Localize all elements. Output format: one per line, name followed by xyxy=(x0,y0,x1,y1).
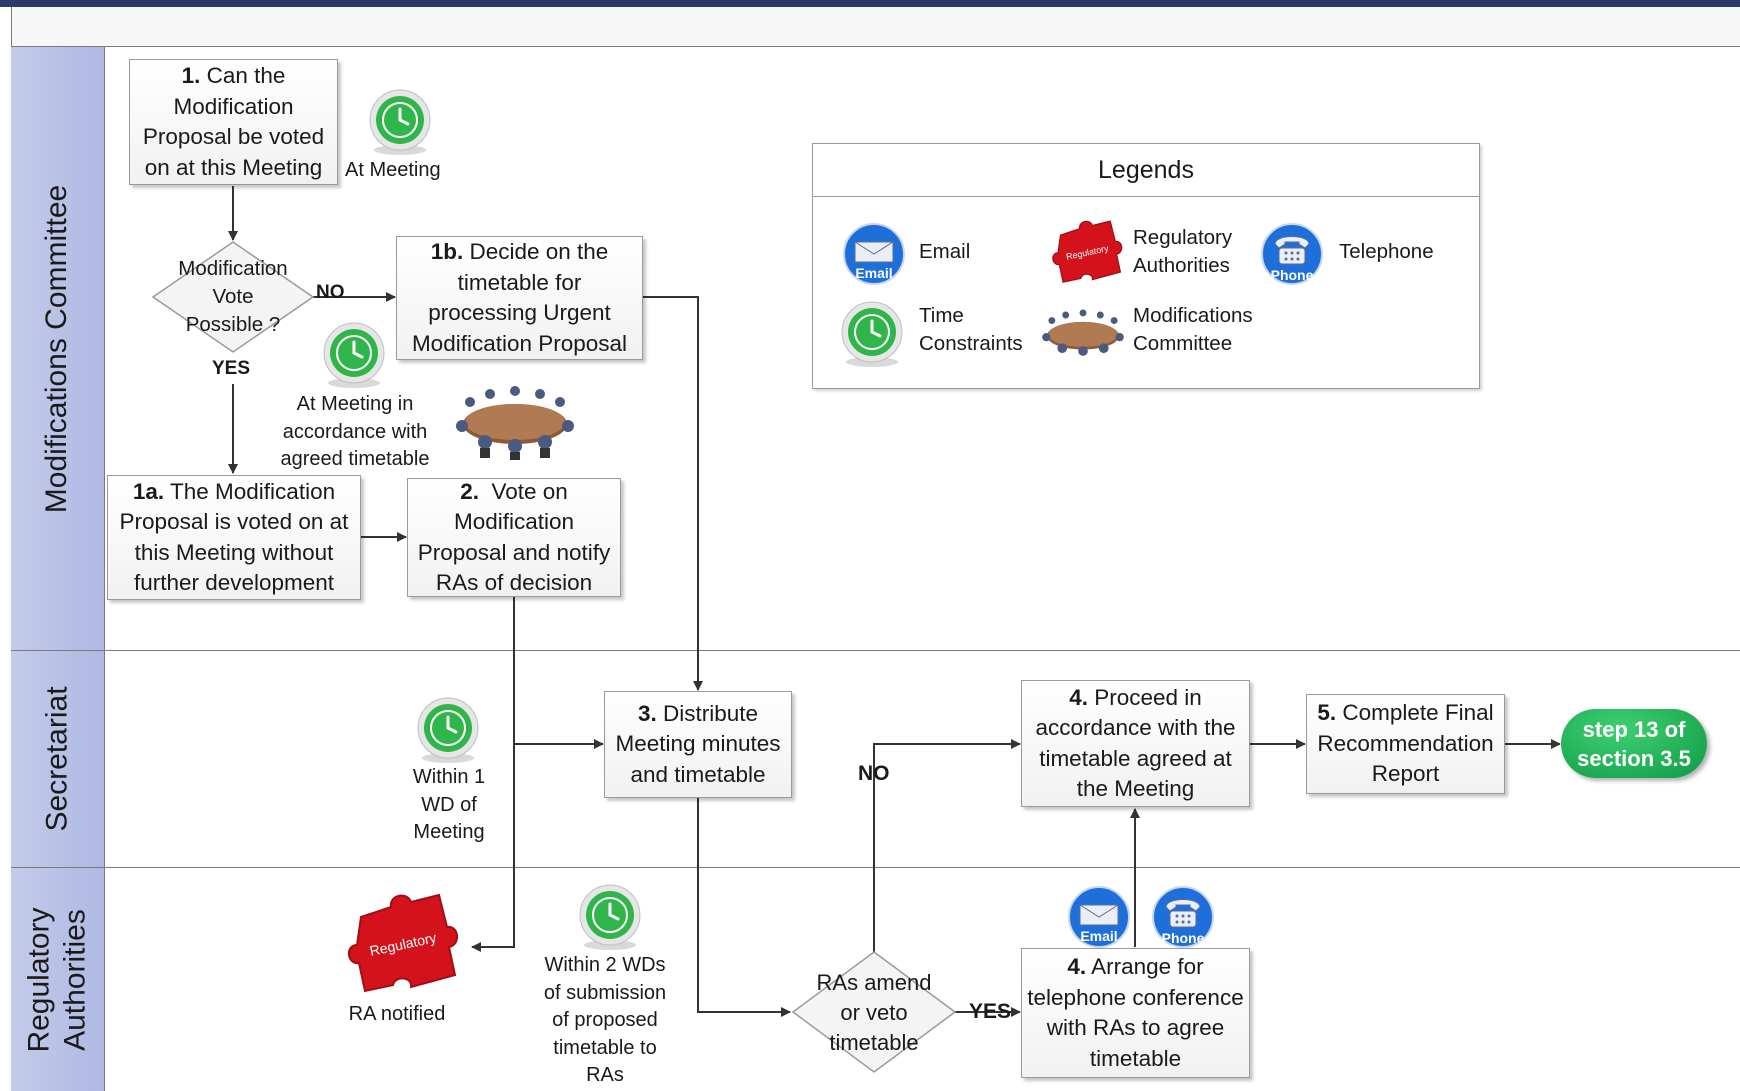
process-4-proceed: 4. Proceed in accordance with the timeta… xyxy=(1021,680,1250,807)
decision-ras-amend: RAs amend or veto timetable xyxy=(816,970,932,1055)
process-2-text: Vote on Modification Proposal and notify… xyxy=(417,478,617,596)
legend-committee-label: Modifications Committee xyxy=(1133,304,1253,355)
clock-icon xyxy=(369,89,431,155)
lane-secretariat xyxy=(105,651,1740,868)
edge-label-yes-1: YES xyxy=(212,358,251,379)
legend: Legends Email Email Regulatory Regulator… xyxy=(812,143,1480,389)
process-2: 2. Vote on Modification Proposal and not… xyxy=(407,478,621,597)
decision-vote-possible-shape xyxy=(151,241,315,353)
decision-vote-possible: Modification Vote Possible ? xyxy=(178,257,288,336)
regulatory-puzzle-icon: Regulatory xyxy=(348,893,458,993)
legend-phone-icon: Phone xyxy=(1261,223,1323,285)
decision-ras-amend-shape xyxy=(791,951,957,1073)
process-1-num: 1. xyxy=(181,63,201,88)
legend-committee-icon xyxy=(1042,309,1124,356)
legend-telephone-label: Telephone xyxy=(1339,240,1434,263)
lane-committee xyxy=(105,47,1740,651)
process-4-proceed-num: 4. xyxy=(1069,684,1088,710)
email-icon-text: Email xyxy=(1080,928,1117,944)
process-3: 3. Distribute Meeting minutes and timeta… xyxy=(604,691,792,798)
clock-icon xyxy=(417,697,479,763)
annotation-at-meeting-timetable: At Meeting in accordance with agreed tim… xyxy=(280,393,430,470)
meeting-table-icon xyxy=(456,386,574,460)
edge-label-yes-2: YES xyxy=(969,1000,1012,1023)
phone-icon: Phone xyxy=(1152,886,1214,948)
edge-label-no-1: NO xyxy=(316,282,345,303)
legend-email-label: Email xyxy=(919,240,971,263)
email-icon: Email xyxy=(1068,886,1130,948)
annotation-within-1wd: Within 1 WD of Meeting xyxy=(412,766,486,843)
process-1b: 1b. Decide on the timetable for processi… xyxy=(396,236,643,360)
process-1a-num: 1a. xyxy=(132,478,165,504)
process-3-num: 3. xyxy=(637,700,657,726)
edge-1b-to-3 xyxy=(643,296,703,691)
annotation-within-2wd: Within 2 WDs of submission of proposed t… xyxy=(543,954,667,1086)
top-bar xyxy=(0,0,1740,7)
lane-label-authorities: Regulatory Authorities xyxy=(11,868,105,1091)
process-1a: 1a. The Modification Proposal is voted o… xyxy=(107,475,361,600)
edge-2-to-ra xyxy=(471,597,515,952)
process-3-text: Distribute Meeting minutes and timetable xyxy=(615,700,781,787)
annotation-at-meeting: At Meeting xyxy=(345,159,441,181)
lane-label-secretariat: Secretariat xyxy=(11,651,105,868)
lane-label-committee: Modifications Committee xyxy=(11,47,105,651)
process-2-num: 2. xyxy=(460,478,479,504)
legend-email-icon-text: Email xyxy=(855,265,892,281)
clock-icon xyxy=(579,884,641,950)
process-5: 5. Complete Final Recommendation Report xyxy=(1306,694,1505,794)
legend-phone-icon-text: Phone xyxy=(1271,267,1314,283)
header-strip xyxy=(11,7,1740,47)
legend-regulatory-icon: Regulatory xyxy=(1052,220,1123,283)
edge-d2-no xyxy=(873,739,1021,952)
legend-time-label: Time Constraints xyxy=(919,304,1023,355)
process-1b-num: 1b. xyxy=(430,239,464,264)
phone-icon-text: Phone xyxy=(1162,930,1205,946)
clock-icon xyxy=(323,322,385,388)
process-4-arrange-text: Arrange for telephone conference with RA… xyxy=(1027,954,1244,1071)
terminal-text: step 13 of section 3.5 xyxy=(1577,716,1691,771)
terminal-step-13: step 13 of section 3.5 xyxy=(1561,709,1707,778)
annotation-ra-notified: RA notified xyxy=(348,1003,446,1025)
process-1-text: Can the Modification Proposal be voted o… xyxy=(142,63,325,180)
legend-regulatory-label: Regulatory Authorities xyxy=(1133,226,1233,277)
process-1b-text: Decide on the timetable for processing U… xyxy=(411,239,628,356)
process-4-arrange: 4. Arrange for telephone conference with… xyxy=(1021,948,1250,1078)
legend-email-icon: Email xyxy=(843,223,905,285)
legend-title: Legends xyxy=(813,144,1479,197)
process-4-arrange-num: 4. xyxy=(1067,954,1087,979)
edge-label-no-2: NO xyxy=(858,762,890,785)
process-1a-text: The Modification Proposal is voted on at… xyxy=(119,478,349,596)
edge-3-to-d2 xyxy=(697,798,791,1017)
legend-clock-icon xyxy=(841,301,903,367)
process-5-text: Complete Final Recommendation Report xyxy=(1317,700,1494,787)
process-5-num: 5. xyxy=(1317,700,1337,726)
process-4-proceed-text: Proceed in accordance with the timetable… xyxy=(1035,684,1236,802)
process-1: 1. Can the Modification Proposal be vote… xyxy=(129,59,338,185)
